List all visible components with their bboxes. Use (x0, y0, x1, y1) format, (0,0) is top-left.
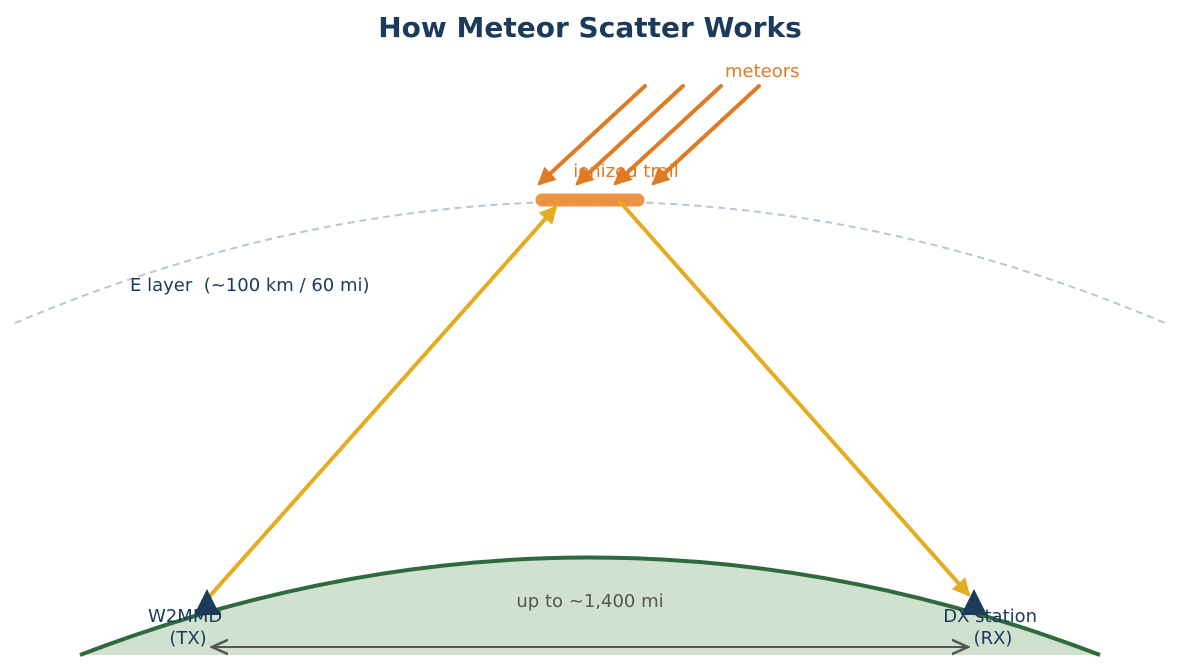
ionized-trail-label: ionized trail (573, 161, 679, 182)
meteor-streak (537, 84, 647, 186)
meteor-streak (651, 84, 761, 186)
e-layer-label: E layer (~100 km / 60 mi) (130, 275, 370, 296)
antenna-triangle-icon (961, 589, 987, 615)
signal-path-down (619, 201, 971, 597)
tx-station-role: (TX) (169, 628, 206, 649)
rx-station-role: (RX) (974, 628, 1013, 649)
antenna-triangle-icon (194, 589, 220, 615)
signal-path-up (207, 205, 558, 599)
diagram-title: How Meteor Scatter Works (378, 11, 802, 44)
earth-horizon (79, 555, 1101, 657)
rx-station-label: DX station (RX) (943, 606, 1043, 649)
e-layer-arc (14, 200, 1166, 324)
tx-station-label: W2MMD (TX) (148, 606, 228, 649)
meteors-label: meteors (725, 61, 800, 82)
tx-station-callsign: W2MMD (148, 606, 222, 627)
distance-label: up to ~1,400 mi (516, 591, 663, 612)
meteor-streak (613, 84, 723, 186)
rx-station-name: DX station (943, 606, 1037, 627)
meteor-streak (575, 84, 685, 186)
